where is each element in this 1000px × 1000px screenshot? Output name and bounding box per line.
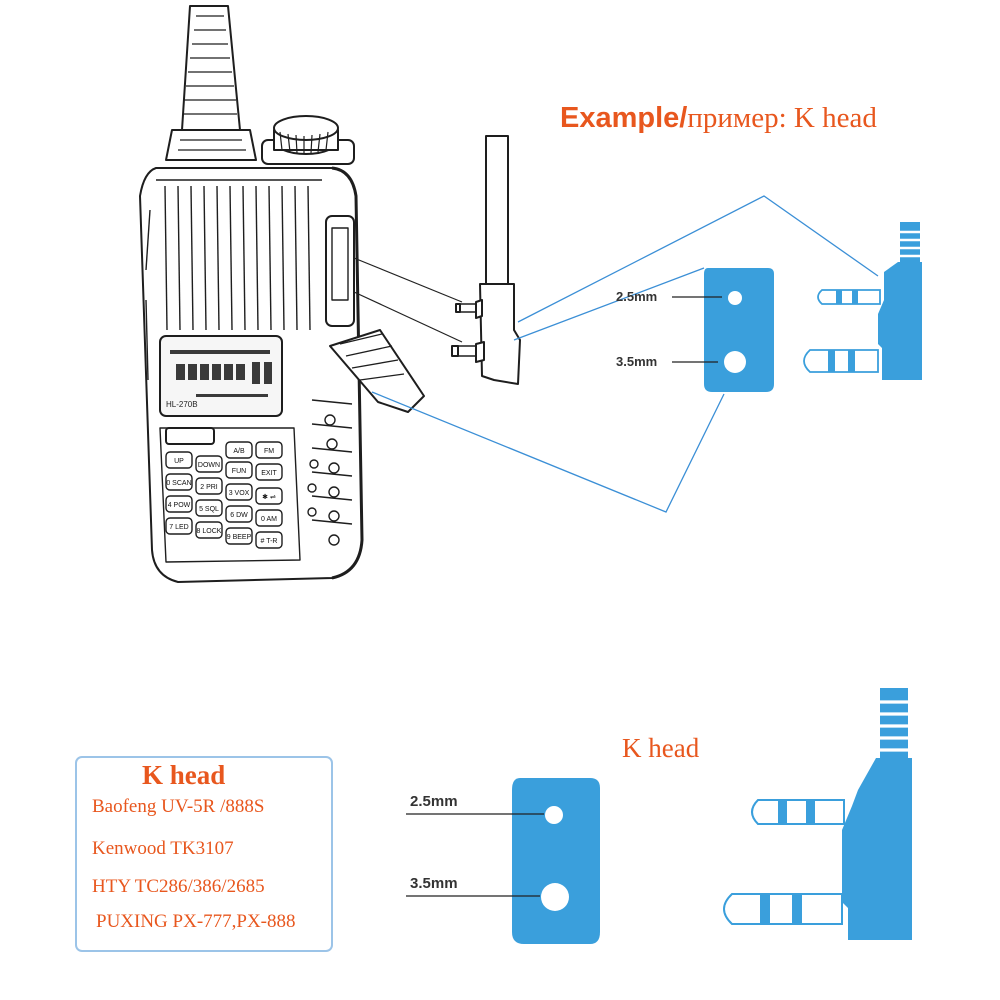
radio-key-label: 4 POW	[168, 502, 191, 509]
top-label-35mm: 3.5mm	[616, 354, 658, 369]
radio-key-label: 3 VOX	[229, 490, 250, 497]
radio-key-label: A/B	[233, 448, 245, 455]
radio-key: A/B	[225, 441, 253, 459]
radio-key: 7 LED	[165, 517, 193, 535]
radio-key: 0 SCAN	[165, 473, 193, 491]
bottom-label-35mm: 3.5mm	[410, 875, 458, 892]
radio-key-label: UP	[174, 458, 184, 465]
top-pin-25	[817, 289, 881, 305]
radio-key: 0 AM	[255, 509, 283, 527]
radio-key: 5 SQL	[195, 499, 223, 517]
radio-key: 2 PRI	[195, 477, 223, 495]
compat-box-title: K head	[142, 760, 226, 790]
radio-key: 3 VOX	[225, 483, 253, 501]
example-title: Example/пример: K head	[560, 102, 877, 135]
radio-key-label: 8 LOCK	[197, 528, 222, 535]
side-speaker-holes	[307, 414, 340, 546]
radio-key: DOWN	[195, 455, 223, 473]
radio-key: FM	[255, 441, 283, 459]
jack-pointer-lines	[353, 257, 463, 343]
radio-key: FUN	[225, 461, 253, 479]
top-pin-35	[803, 349, 879, 373]
lcd-model-label: HL-270B	[166, 400, 198, 409]
radio-key: # T-R	[255, 531, 283, 549]
bottom-k-head-label: K head	[622, 733, 700, 763]
keypad-frame	[159, 427, 301, 563]
bottom-pin-25	[751, 799, 845, 825]
radio-key-label: DOWN	[198, 462, 220, 469]
compat-model: Baofeng UV-5R /888S	[92, 796, 265, 817]
bottom-label-leaders	[406, 813, 544, 897]
compat-model: Kenwood TK3107	[92, 838, 234, 859]
radio-key-label: ✱ ⇌	[262, 493, 276, 501]
bottom-socket-plate	[512, 778, 600, 944]
radio-key-label: 5 SQL	[199, 506, 219, 513]
antenna	[165, 5, 257, 161]
radio-key-label: 0 SCAN	[166, 480, 191, 487]
radio-key: UP	[165, 451, 193, 469]
radio-key-label: 0 AM	[261, 516, 277, 523]
compat-box	[75, 756, 333, 952]
bottom-hole-35	[541, 883, 569, 911]
compat-model: HTY TC286/386/2685	[92, 876, 265, 897]
example-title-suffix: пример: K head	[687, 102, 877, 134]
bottom-pin-35	[723, 893, 843, 925]
bottom-hole-25	[545, 806, 563, 824]
radio-key-label: 7 LED	[169, 524, 188, 531]
top-hole-35	[724, 351, 746, 373]
radio-key-label: FM	[264, 448, 274, 455]
radio-key: EXIT	[255, 463, 283, 481]
radio-key-label: EXIT	[261, 470, 277, 477]
radio-key: 9 BEEP	[225, 527, 253, 545]
radio-key: ✱ ⇌	[255, 487, 283, 505]
side-grip	[145, 209, 353, 525]
example-title-prefix: Example/	[560, 102, 688, 134]
keypad: A/B FM UP DOWN FUN EXIT 0 SCAN 2 PRI 3 VOX ✱ ⇌ 4 P…	[165, 441, 283, 549]
earpiece-plug-drawing	[451, 135, 521, 385]
top-label-25mm: 2.5mm	[616, 289, 658, 304]
radio-key-label: # T-R	[261, 538, 278, 545]
radio-key-label: FUN	[232, 468, 246, 475]
bottom-label-25mm: 2.5mm	[410, 793, 458, 810]
bottom-k-head-plug	[723, 688, 912, 940]
radio-key: 4 POW	[165, 495, 193, 513]
radio-key: 8 LOCK	[195, 521, 223, 539]
speaker-grille	[156, 179, 322, 331]
top-leader-lines	[371, 195, 879, 513]
top-socket-plate	[704, 268, 774, 392]
radio-key: 6 DW	[225, 505, 253, 523]
radio-key-label: 6 DW	[230, 512, 248, 519]
radio-illustration: HL-270B A/B FM UP DOWN FUN EXIT 0 SCAN 2 PRI 3 V…	[139, 5, 425, 583]
top-k-head-plug	[803, 222, 922, 380]
compat-model: PUXING PX-777,PX-888	[96, 911, 296, 932]
jack-cover-flap	[329, 329, 425, 413]
lcd-digits	[170, 350, 272, 397]
radio-key-label: 2 PRI	[200, 484, 218, 491]
volume-knob	[261, 115, 355, 165]
top-label-leaders	[672, 296, 722, 363]
top-hole-25	[728, 291, 742, 305]
radio-key-label: 9 BEEP	[227, 534, 252, 541]
